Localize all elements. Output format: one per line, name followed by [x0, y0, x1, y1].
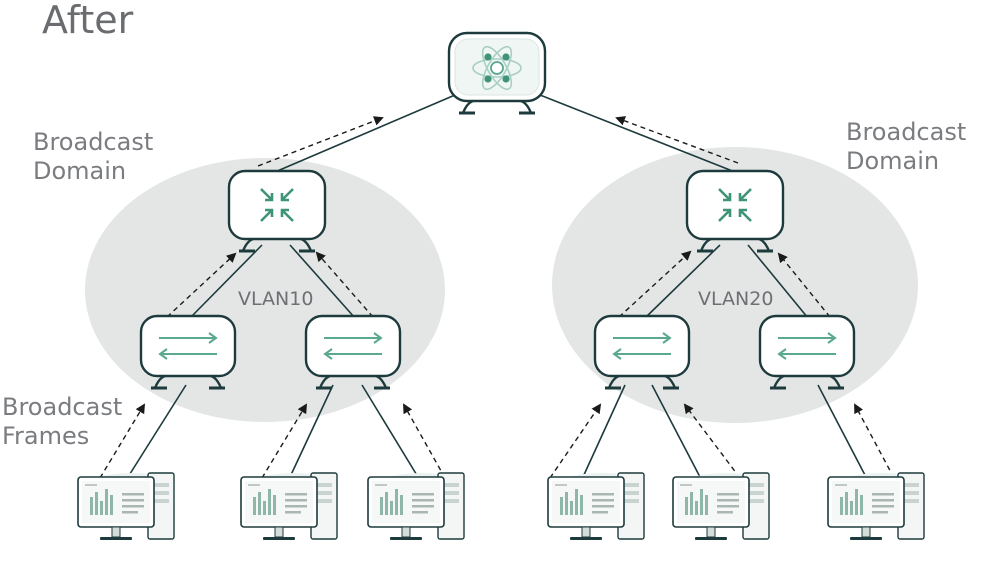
computer-1[interactable]	[77, 472, 175, 540]
broadcast-frames-label: Broadcast Frames	[2, 393, 123, 450]
access-switch-3[interactable]	[593, 314, 691, 390]
vlan-right-label: VLAN20	[698, 288, 774, 310]
broadcast-domain-right-label: Broadcast Domain	[846, 118, 967, 175]
computer-2[interactable]	[240, 472, 339, 541]
access-switch-4[interactable]	[758, 314, 856, 390]
atom-icon	[472, 45, 522, 91]
broadcast-arrows	[99, 116, 895, 479]
vlan-left-label: VLAN10	[238, 288, 314, 310]
swap-arrows-icon	[323, 332, 383, 360]
swap-arrows-icon	[612, 332, 672, 360]
broadcast-domain-left-label: Broadcast Domain	[33, 128, 154, 185]
access-switch-1[interactable]	[139, 314, 237, 390]
page-title: After	[42, 0, 134, 42]
compress-arrows-icon	[260, 188, 294, 222]
swap-arrows-icon	[777, 332, 837, 360]
access-switch-2[interactable]	[304, 314, 402, 390]
compress-arrows-icon	[718, 188, 752, 222]
distribution-switch-right[interactable]	[685, 169, 785, 253]
links	[127, 94, 867, 478]
swap-arrows-icon	[158, 332, 218, 360]
core-router[interactable]	[447, 31, 547, 115]
computer-3[interactable]	[367, 472, 466, 541]
distribution-switch-left[interactable]	[227, 169, 327, 253]
computer-4[interactable]	[547, 472, 646, 541]
computer-5[interactable]	[672, 472, 771, 541]
computer-6[interactable]	[827, 472, 926, 541]
